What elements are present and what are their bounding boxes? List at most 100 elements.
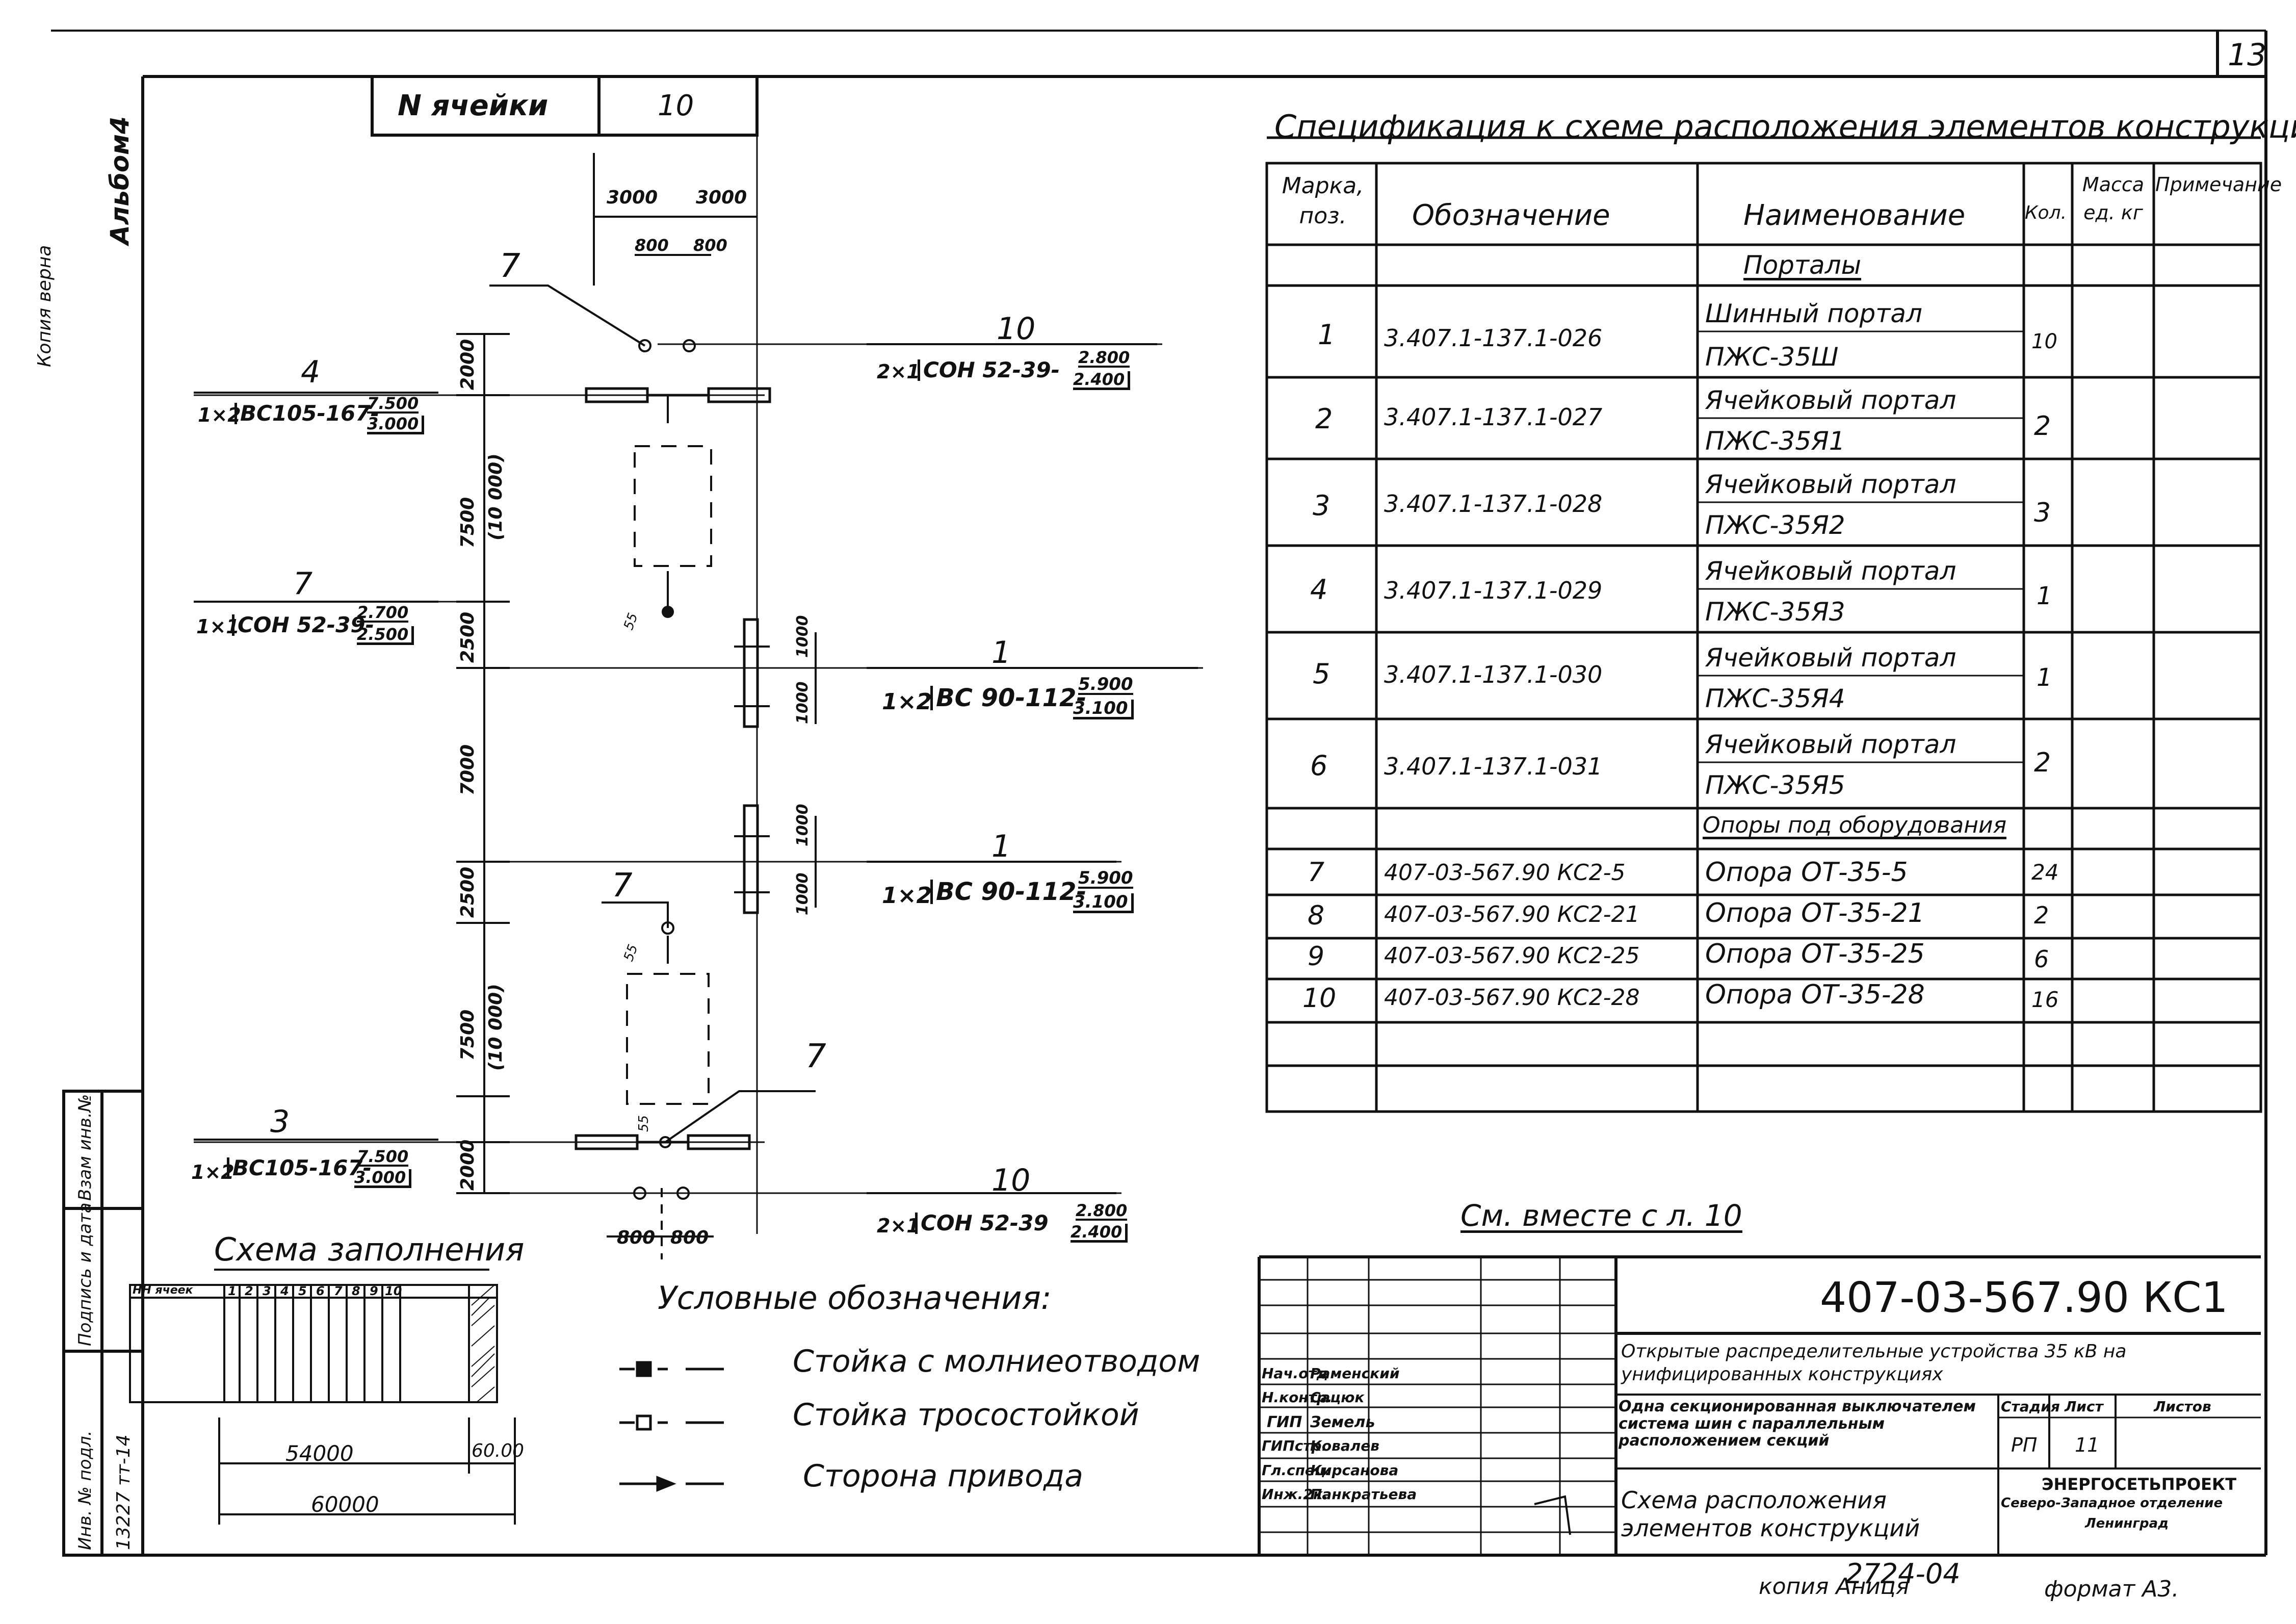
dim-v6b: (10 000) <box>485 984 506 1071</box>
page-number: 13 <box>2228 37 2267 73</box>
spec-row-name: Ячейковый портал <box>1705 643 1956 673</box>
callout-1a-qty: 1×2 <box>882 689 932 715</box>
fill-cell: 7 <box>334 1284 343 1298</box>
callout-1a-number: 1 <box>992 635 1011 671</box>
spec-row-name: Опора ОТ-35-25 <box>1705 939 1925 969</box>
spec-header-pos: Марка, поз. <box>1282 173 1364 229</box>
spec-header-note: Примечание <box>2155 173 2282 196</box>
callout-4-mark: ВС105-167- <box>234 403 379 424</box>
dim-bot-b: 800 <box>670 1227 709 1248</box>
callout-4-number: 4 <box>301 354 321 390</box>
fill-cell: 1 <box>228 1284 237 1298</box>
spec-row-qty: 2 <box>2034 747 2051 778</box>
role-label: Нач.отд <box>1262 1365 1328 1382</box>
callout-3-mark: ВС105-167- <box>227 1157 372 1179</box>
fill-dim-total: 60000 <box>311 1492 379 1517</box>
callout-4-bot: 3.000 <box>367 416 425 434</box>
dim-s3: 55 <box>636 1115 651 1132</box>
dim-top-a: 3000 <box>607 187 658 208</box>
callout-3-bot: 3.000 <box>354 1169 412 1188</box>
spec-row-designation: 3.407.1-137.1-029 <box>1384 577 1603 604</box>
role-name: Кирсанова <box>1310 1462 1399 1479</box>
fill-cell: 2 <box>245 1284 253 1298</box>
album-label: Альбом4 <box>105 116 135 245</box>
spec-header-designation: Обозначение <box>1412 199 1610 232</box>
spec-row-pos: 8 <box>1308 900 1325 931</box>
spec-row-designation: 407-03-567.90 КС2-21 <box>1384 901 1640 927</box>
callout-10-top-mark: СОН 52-39- <box>918 359 1060 381</box>
dim-v4: 7000 <box>457 744 478 795</box>
dim-r2a: 1000 <box>794 804 812 847</box>
legend-item-cable-post: Стойка тросостойкой <box>793 1397 1139 1433</box>
copy-verified-note: Копия верна <box>34 245 55 367</box>
dim-r1b: 1000 <box>794 681 812 725</box>
callout-4-top: 7.500 <box>367 394 419 414</box>
spec-section-portals: Порталы <box>1743 250 1862 280</box>
stage-label: Стадия <box>2001 1398 2060 1415</box>
role-label: Инж.2к. <box>1262 1486 1328 1503</box>
callout-4-qty: 1×2 <box>198 404 241 426</box>
spec-row-pos: 2 <box>1315 403 1333 435</box>
dim-top-b: 3000 <box>696 187 747 208</box>
cell-number-label: N ячейки <box>398 89 549 122</box>
fill-dim-main: 54000 <box>285 1441 354 1466</box>
fill-cell: 5 <box>298 1284 307 1298</box>
spec-row-name: Опора ОТ-35-5 <box>1705 857 1908 888</box>
spec-row-pos: 1 <box>1318 319 1336 351</box>
spec-row-designation: 3.407.1-137.1-031 <box>1384 753 1603 780</box>
callout-10-top-top: 2.800 <box>1078 348 1130 368</box>
role-name: Сацюк <box>1310 1389 1365 1406</box>
dim-top-c: 800 <box>635 236 669 255</box>
spec-row-pos: 5 <box>1313 658 1330 690</box>
role-name: Панкратьева <box>1310 1486 1417 1503</box>
callout-7-top: 7 <box>500 247 520 285</box>
spec-section-supports: Опоры под оборудования <box>1703 812 2007 839</box>
spec-row-name2: ПЖС-35Я5 <box>1705 770 1845 800</box>
spec-row-qty: 6 <box>2034 945 2049 973</box>
callout-10-bottom-qty: 2×1 <box>877 1215 920 1237</box>
dim-v1: 2000 <box>457 339 478 390</box>
order-number: 2724-04 <box>1845 1558 1961 1590</box>
spec-row-designation: 3.407.1-137.1-027 <box>1384 403 1603 431</box>
spec-row-pos: 10 <box>1302 983 1337 1014</box>
callout-1b-number: 1 <box>992 829 1011 864</box>
callout-3-top: 7.500 <box>357 1147 409 1167</box>
copy-author: копия Аниця <box>1759 1574 1910 1600</box>
spec-row-name: Ячейковый портал <box>1705 470 1956 499</box>
spec-row-pos: 3 <box>1313 489 1330 522</box>
callout-7-mid-bot: 2.500 <box>357 626 414 645</box>
spec-row-name2: ПЖС-35Я4 <box>1705 684 1845 713</box>
role-label: Н.контр. <box>1262 1389 1333 1406</box>
stamp-replacement: Взам инв.№ <box>75 1094 95 1201</box>
fill-scheme-header: НН ячеек <box>133 1284 193 1297</box>
role-name: Раменский <box>1310 1365 1400 1382</box>
callout-10-bottom-bot: 2.400 <box>1071 1224 1128 1243</box>
spec-row-qty: 2 <box>2034 411 2051 442</box>
callout-10-bottom-top: 2.800 <box>1076 1201 1128 1221</box>
spec-header-name: Наименование <box>1743 199 1966 232</box>
callout-1a-bot: 3.100 <box>1073 700 1134 719</box>
sheet-value: 11 <box>2075 1434 2100 1456</box>
spec-row-designation: 3.407.1-137.1-028 <box>1384 490 1603 518</box>
sheet-label: Лист <box>2065 1398 2103 1415</box>
callout-7-mid-number: 7 <box>293 566 313 602</box>
legend-title: Условные обозначения: <box>658 1279 1052 1317</box>
spec-row-qty: 10 <box>2031 330 2057 353</box>
spec-row-name: Ячейковый портал <box>1705 730 1956 759</box>
stamp-inventory-number: 13227 тт-14 <box>113 1434 134 1550</box>
spec-row-qty: 2 <box>2034 901 2049 929</box>
dim-r2b: 1000 <box>794 872 812 916</box>
stage-value: РП <box>2011 1434 2038 1456</box>
callout-3-number: 3 <box>270 1104 290 1140</box>
spec-row-name: Опора ОТ-35-21 <box>1705 898 1925 929</box>
stamp-signature-date: Подпись и дата <box>75 1202 95 1346</box>
paper-format: формат А3. <box>2044 1576 2179 1602</box>
fill-cell: 6 <box>316 1284 325 1298</box>
callout-1b-top: 5.900 <box>1078 868 1133 889</box>
callout-10-top-number: 10 <box>997 311 1036 347</box>
dim-v7: 2000 <box>457 1139 478 1191</box>
sheets-label: Листов <box>2154 1398 2211 1415</box>
fill-scheme-title: Схема заполнения <box>214 1231 525 1268</box>
callout-10-top-qty: 2×1 <box>877 360 920 383</box>
spec-row-name: Опора ОТ-35-28 <box>1705 979 1925 1010</box>
